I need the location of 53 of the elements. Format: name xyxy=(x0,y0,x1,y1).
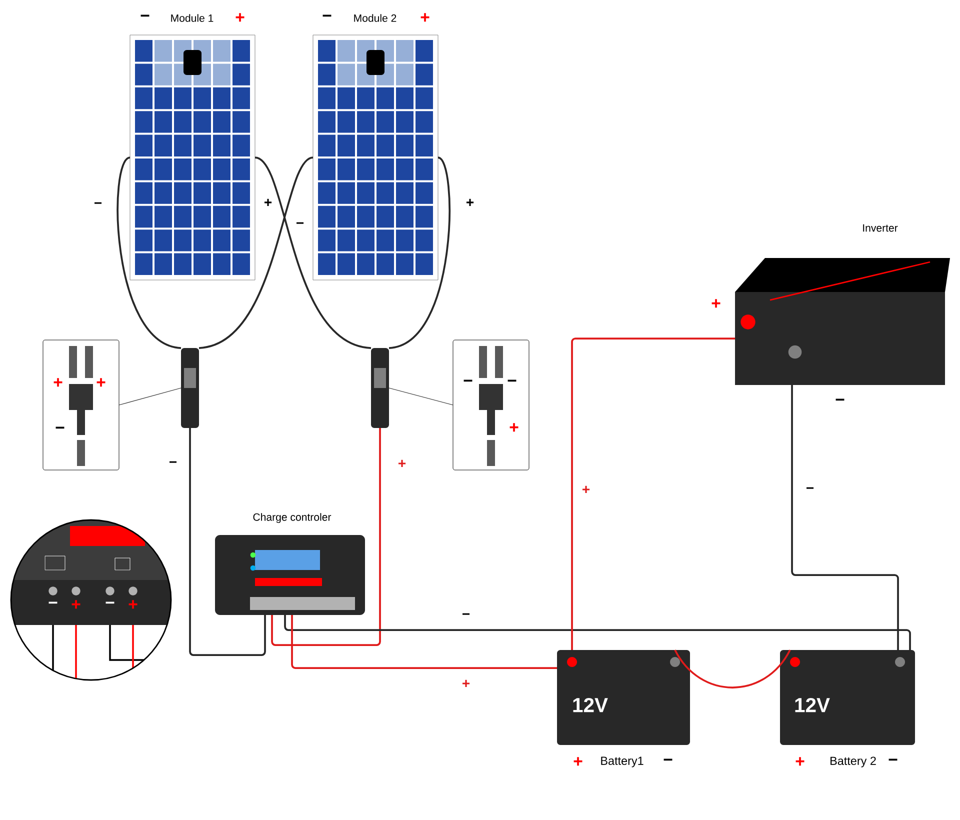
polarity-sign: + xyxy=(262,198,274,208)
polarity-sign: − xyxy=(460,612,472,620)
voltage-label: 12V xyxy=(795,698,830,712)
polarity-sign: + xyxy=(54,378,62,387)
polarity-sign: + xyxy=(96,378,106,387)
battery-label: Battery1 xyxy=(601,756,644,768)
leader-line xyxy=(118,388,182,406)
polarity-sign: + xyxy=(128,600,138,609)
cable xyxy=(571,338,735,650)
device-title: Inverter xyxy=(863,224,898,232)
cable xyxy=(189,428,266,656)
polarity-sign: + xyxy=(464,198,476,208)
cable xyxy=(674,650,791,688)
cable xyxy=(284,615,911,650)
polarity-sign: + xyxy=(510,423,518,432)
module-title: Module 1 xyxy=(171,14,214,22)
polarity-sign: − xyxy=(294,221,306,229)
cable xyxy=(388,156,450,349)
polarity-sign: + xyxy=(460,678,472,690)
polarity-sign: − xyxy=(888,758,898,761)
polarity-sign: + xyxy=(72,600,80,609)
polarity-sign: − xyxy=(92,201,104,209)
polarity-sign: − xyxy=(804,486,816,494)
y-connector xyxy=(181,348,199,428)
polarity-sign: + xyxy=(396,458,408,470)
voltage-label: 12V xyxy=(573,698,608,712)
cable xyxy=(291,615,557,669)
polarity-sign: − xyxy=(836,398,844,401)
polarity-sign: + xyxy=(420,13,430,22)
polarity-sign: − xyxy=(464,380,472,382)
polarity-sign: − xyxy=(168,460,178,468)
cable xyxy=(198,156,314,349)
polarity-sign: − xyxy=(56,426,64,429)
polarity-sign: + xyxy=(580,484,592,496)
polarity-sign: − xyxy=(48,602,58,604)
y-connector xyxy=(371,348,389,428)
polarity-sign: + xyxy=(712,299,720,308)
module-title: Module 2 xyxy=(354,14,396,22)
battery-label: Battery 2 xyxy=(830,756,876,768)
polarity-sign: − xyxy=(508,380,516,382)
polarity-sign: + xyxy=(796,757,804,766)
cable xyxy=(116,156,182,349)
device-title: Charge controler xyxy=(253,513,332,523)
cable xyxy=(254,156,372,349)
polarity-sign: − xyxy=(664,758,672,761)
polarity-sign: − xyxy=(106,602,114,604)
polarity-sign: + xyxy=(574,757,582,766)
leader-line xyxy=(388,388,454,406)
polarity-sign: + xyxy=(236,13,244,22)
cable xyxy=(791,385,899,650)
polarity-sign: − xyxy=(140,14,150,17)
cable xyxy=(271,428,381,646)
polarity-sign: − xyxy=(322,14,332,17)
